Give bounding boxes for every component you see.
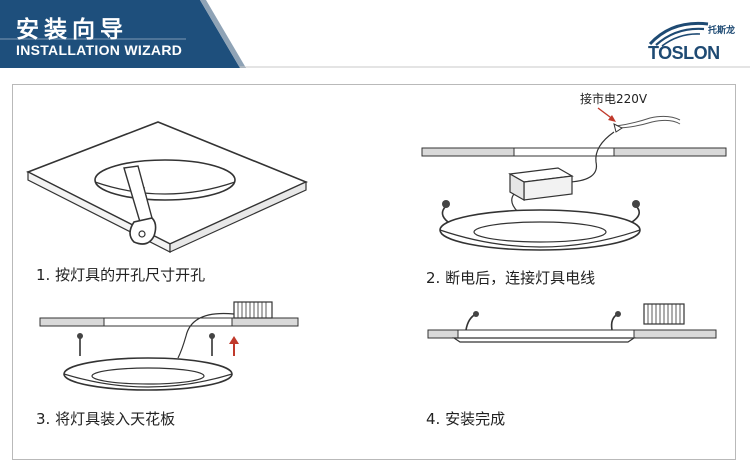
logo-text-cn: 托斯龙 — [708, 26, 736, 36]
step3-insert-fixture-illustration — [39, 301, 299, 391]
toslon-swoosh-logo-icon — [648, 21, 709, 47]
step4-installed-illustration — [427, 303, 717, 343]
logo-text-en: TOSLON — [648, 43, 720, 63]
step1-caption: 1. 按灯具的开孔尺寸开孔 — [36, 266, 206, 284]
step2-caption: 2. 断电后，连接灯具电线 — [426, 269, 596, 287]
header-title-cn: 安装向导 — [16, 17, 128, 43]
step4-caption: 4. 安装完成 — [426, 410, 506, 428]
page-header: 安装向导 INSTALLATION WIZARD 托斯龙 TOSLON — [0, 0, 750, 68]
step2-callout-mains: 接市电220V — [580, 92, 648, 106]
step3-caption: 3. 将灯具装入天花板 — [36, 410, 176, 428]
step2-wiring-illustration — [421, 107, 727, 251]
header-title-en: INSTALLATION WIZARD — [16, 42, 183, 58]
header-banner — [0, 0, 750, 68]
step1-cut-hole-illustration — [26, 121, 309, 253]
